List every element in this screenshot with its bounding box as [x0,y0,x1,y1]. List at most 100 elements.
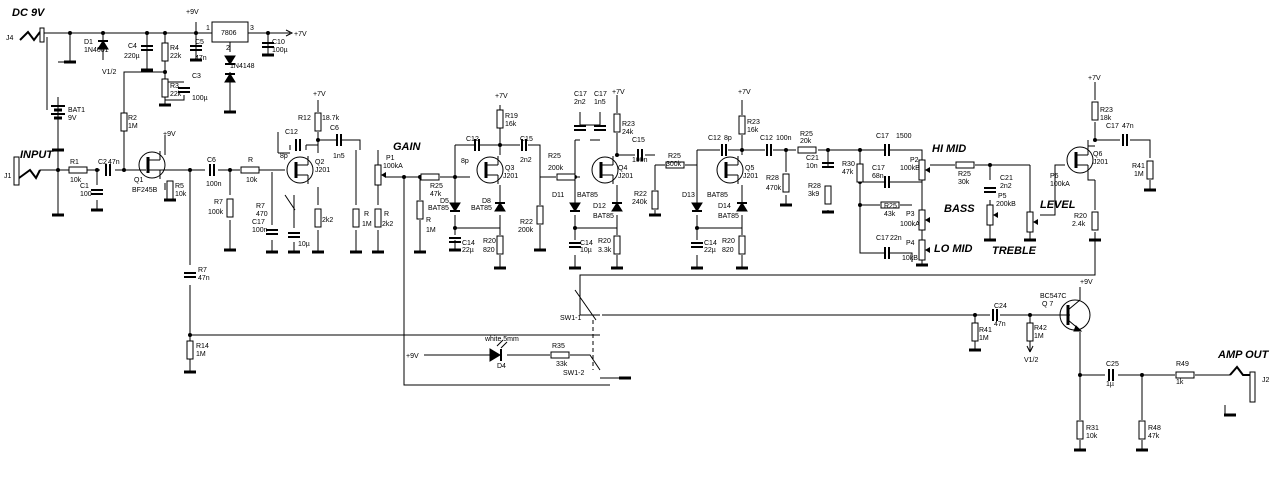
label-q1: Q1 [134,177,143,184]
capacitor-c17c [593,125,607,131]
resistor-r41a [1146,160,1154,180]
label-q6v: J201 [1093,159,1108,166]
transistor-q7 [1059,299,1091,332]
label-sw11: SW1-1 [560,315,582,322]
label-q4: Q4 [618,165,627,172]
resistor-r31 [1076,420,1084,440]
label-r23cv: 18k [1100,115,1112,122]
label-c15b: C15 [632,137,645,144]
label-c4v: 220µ [124,53,140,60]
resistor-r28a [782,173,790,193]
resistor-rc [374,208,382,228]
label-p7d: +7V [612,89,625,96]
label-r25dv: 20k [800,138,812,145]
label-r20d: R20 [1074,213,1087,220]
diode-d2b [224,73,236,83]
label-r20c: R20 [722,238,735,245]
label-p7e: +7V [738,89,751,96]
label-c17cv: 1n5 [594,99,606,106]
label-c25: C25 [1106,361,1119,368]
diode-d11 [569,202,581,212]
label-c15a: C15 [520,136,533,143]
resistor-rd [416,200,424,220]
label-reg3: 3 [250,25,254,32]
resistor-r22b [651,190,659,210]
resistor-r2 [120,112,128,132]
label-r49v: 1k [1176,379,1184,386]
label-p2: P2 [910,157,919,164]
label-c2: C2 [98,159,107,166]
label-r7a: R7 [214,199,223,206]
resistor-r23c [1091,101,1099,121]
label-r22b: R22 [634,191,647,198]
label-c1: C1 [80,183,89,190]
label-r25ev: 43k [884,211,896,218]
resistor-r20b [613,235,621,255]
label-c12d: C12 [760,135,773,142]
resistor-r20c [738,235,746,255]
label-r7c: R7 [198,267,207,274]
label-c17e: C17 [872,165,885,172]
capacitor-c17g [1122,133,1128,147]
label-c17c: C17 [594,91,607,98]
resistor-r22a [536,205,544,225]
label-rc: R [384,211,389,218]
label-rd: R [426,217,431,224]
pot-p3 [918,209,931,231]
label-r19v: 16k [505,121,517,128]
label-q5: Q5 [745,165,754,172]
wires [40,22,1230,450]
capacitor-c24 [992,308,998,322]
label-r7cv: 47n [198,275,210,282]
jack-j4 [19,27,45,43]
led-d4 [489,339,508,362]
label-r41av: 1M [1134,171,1144,178]
label-rav: 10k [246,177,258,184]
label-c17f: C17 [876,235,889,242]
label-j2: J2 [1262,377,1270,384]
label-q5v: J201 [743,173,758,180]
label-d2v: 1N4148 [230,63,255,70]
label-bat1: BAT1 [68,107,85,114]
label-r7bv: 470 [256,211,268,218]
label-r31v: 10k [1086,433,1098,440]
label-c12a: C12 [285,129,298,136]
label-p9c: +9V [406,353,419,360]
label-ra: R [248,157,253,164]
capacitor-c12d [766,143,772,157]
resistor-r19 [496,109,504,129]
label-r25av: 47k [430,191,442,198]
label-c14c: C14 [704,240,717,247]
label-j1: J1 [4,173,12,180]
label-r19: R19 [505,113,518,120]
battery-bat1 [51,105,65,120]
label-r25bv: 200k [548,165,564,172]
label-d12: D12 [593,203,606,210]
pot-p4 [918,239,931,261]
label-r12v: 18.7k [322,115,340,122]
label-r49: R49 [1176,361,1189,368]
resistor-2k2 [314,208,322,228]
label-r28a: R28 [766,175,779,182]
label-r1: R1 [70,159,79,166]
label-d13: D13 [682,192,695,199]
label-p9a: +9V [186,9,199,16]
label-p9b: +9V [163,131,176,138]
label-q1v: BF245B [132,187,158,194]
label-c4: C4 [128,43,137,50]
diode-d13 [691,202,703,212]
title-amp-out: AMP OUT [1217,349,1270,361]
label-c17a: C17 [252,219,265,226]
title-hi-mid: HI MID [932,143,966,155]
label-c12c: C12 [708,135,721,142]
label-r12: R12 [298,115,311,122]
label-c10v: 100µ [272,47,288,54]
resistor-r7a [226,198,234,218]
label-c14cv: 22µ [704,247,716,254]
label-p6: P6 [1050,173,1059,180]
label-r5: R5 [175,183,184,190]
label-d14v: BAT85 [718,213,739,220]
title-input: INPUT [20,149,54,161]
label-rb: R [364,211,369,218]
